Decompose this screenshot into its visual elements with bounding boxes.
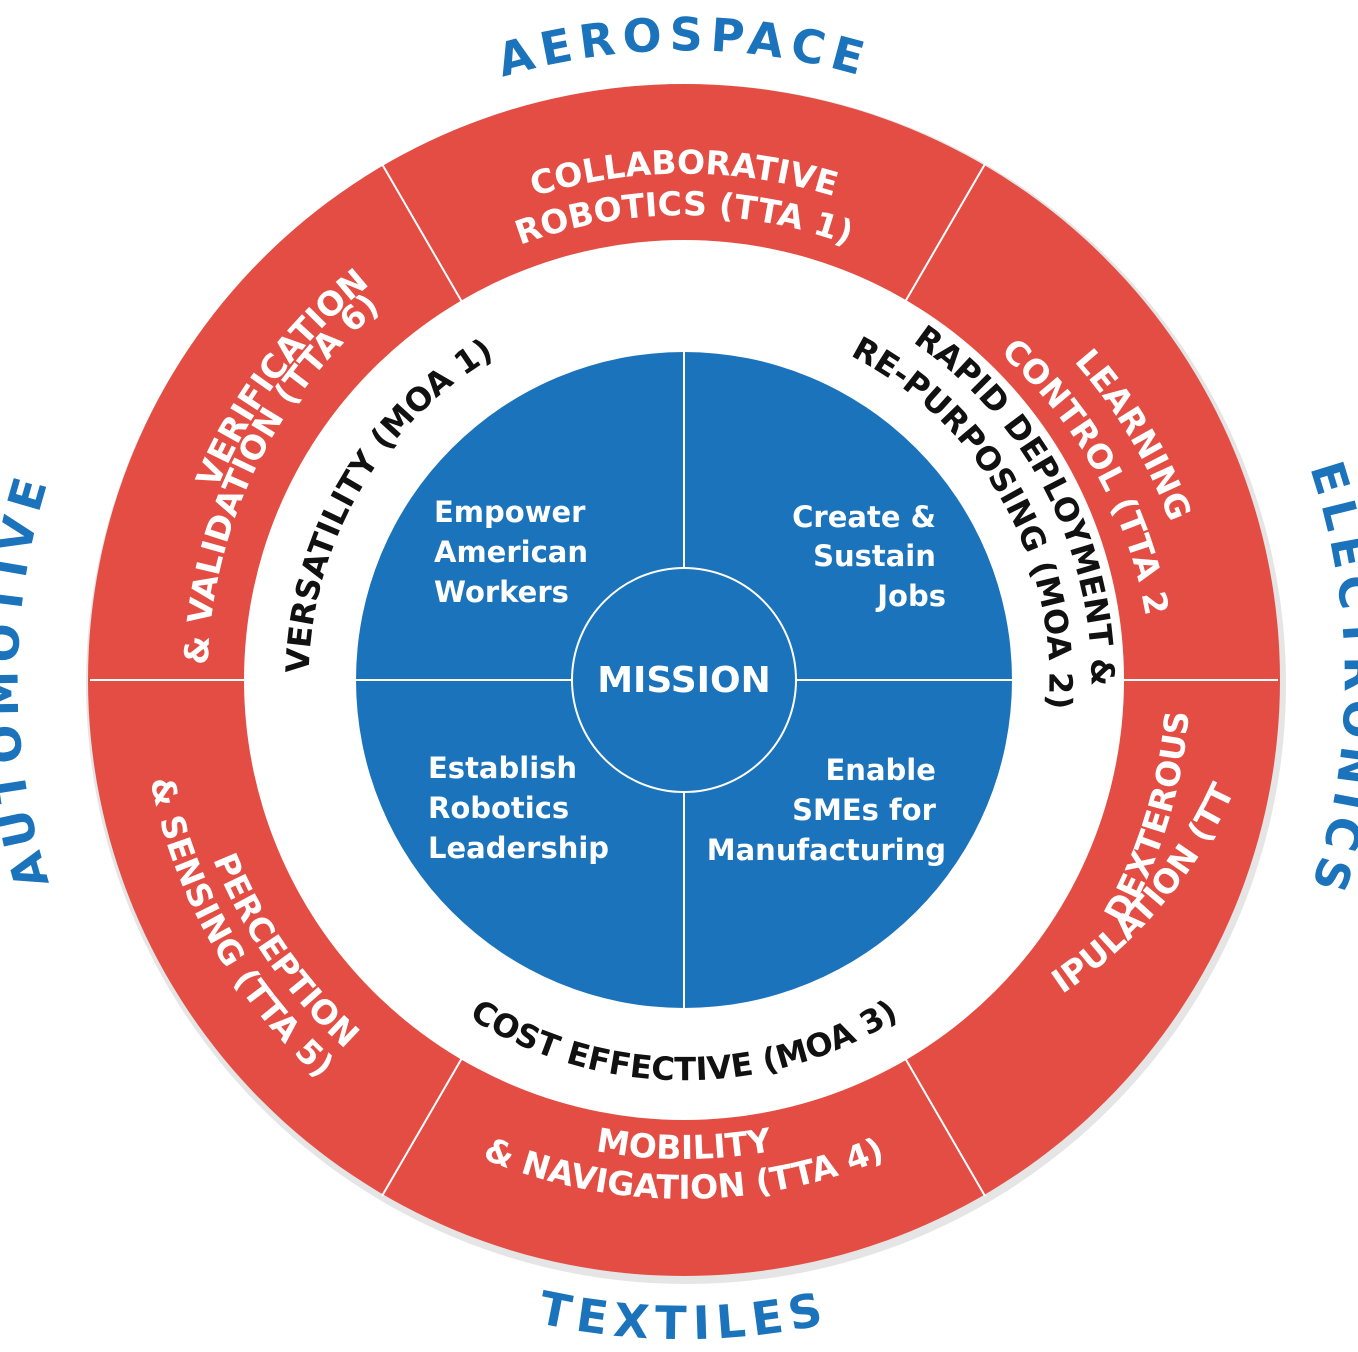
industry-electronics: ELECTRONICS bbox=[1299, 455, 1358, 905]
mission-center: MISSION bbox=[356, 352, 1012, 1008]
mission-label: MISSION bbox=[597, 660, 771, 701]
industry-automotive: AUTOMOTIVE bbox=[0, 465, 60, 895]
industry-aerospace: AEROSPACE bbox=[491, 7, 876, 87]
mission-hub bbox=[571, 567, 797, 793]
quadrant-statements: Empower American Workers Create & Sustai… bbox=[428, 495, 946, 867]
quadrant-top-left: Empower American Workers bbox=[434, 495, 598, 609]
divider-tta1-tta6 bbox=[381, 163, 463, 303]
industry-textiles: TEXTILES bbox=[535, 1281, 834, 1351]
divider-tta3-tta4 bbox=[904, 1057, 986, 1197]
quadrant-top-right: Create & Sustain Jobs bbox=[792, 500, 946, 613]
quadrant-bottom-left: Establish Robotics Leadership bbox=[428, 751, 609, 865]
divider-tta1-tta2 bbox=[904, 163, 986, 303]
quadrant-bottom-right: Enable SMEs for Manufacturing bbox=[707, 753, 946, 867]
divider-tta4-tta5 bbox=[381, 1057, 463, 1197]
